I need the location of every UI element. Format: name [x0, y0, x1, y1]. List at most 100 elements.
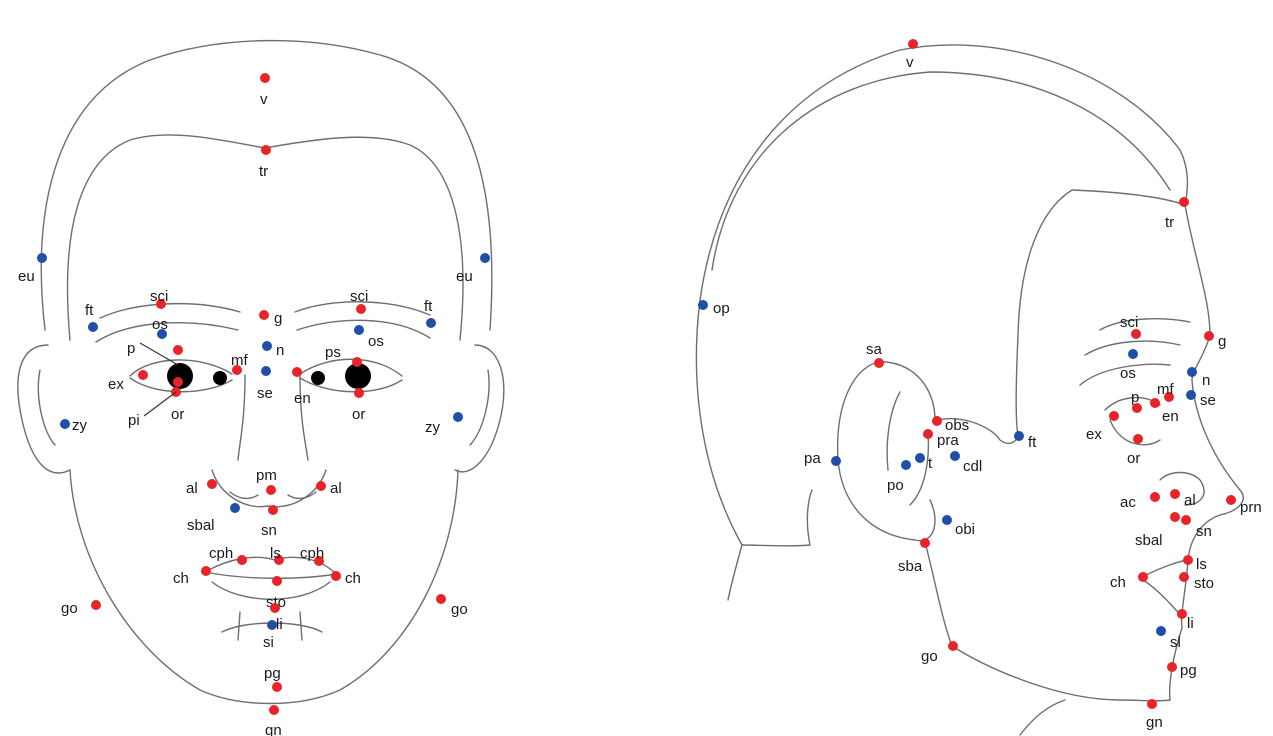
frontal-landmark-label-os: os — [152, 316, 168, 333]
frontal-landmark-label-se: se — [257, 385, 273, 402]
frontal-landmark-dot-ch — [331, 571, 341, 581]
frontal-landmark-dot-gn — [269, 705, 279, 715]
frontal-landmark-dot-p — [173, 345, 183, 355]
profile-landmark-dot-pra — [923, 429, 933, 439]
profile-landmark-label-obi: obi — [955, 521, 975, 538]
profile-landmark-label-sl: sl — [1170, 634, 1181, 651]
frontal-landmark-dot-si — [267, 620, 277, 630]
frontal-landmark-dot-ft — [426, 318, 436, 328]
frontal-landmark-label-g: g — [274, 310, 282, 327]
profile-landmark-dot-ac — [1150, 492, 1160, 502]
profile-landmark-dot-obs — [932, 416, 942, 426]
frontal-landmark-label-al: al — [330, 480, 342, 497]
frontal-landmark-dot-go — [91, 600, 101, 610]
frontal-landmark-label-os: os — [368, 333, 384, 350]
profile-landmark-dot-en — [1150, 398, 1160, 408]
profile-landmark-dot-sn — [1181, 515, 1191, 525]
frontal-landmark-label-or: or — [352, 406, 365, 423]
frontal-landmark-label-sci: sci — [150, 288, 168, 305]
frontal-landmark-dot-pg — [272, 682, 282, 692]
profile-landmark-dot-t — [915, 453, 925, 463]
profile-landmark-label-ex: ex — [1086, 426, 1102, 443]
profile-landmarks: vtropscigsaosnmfpseenexobspraftpatcdlpoo… — [698, 39, 1262, 731]
profile-landmark-dot-pa — [831, 456, 841, 466]
frontal-landmark-label-si: si — [263, 634, 274, 651]
profile-landmark-dot-tr — [1179, 197, 1189, 207]
profile-landmark-dot-go — [948, 641, 958, 651]
frontal-landmark-label-tr: tr — [259, 163, 268, 180]
profile-landmark-dot-ch — [1138, 572, 1148, 582]
profile-landmark-dot-or — [1133, 434, 1143, 444]
frontal-landmark-dot-al — [316, 481, 326, 491]
frontal-landmark-label-n: n — [276, 342, 284, 359]
profile-landmark-label-mf: mf — [1157, 381, 1174, 398]
frontal-landmark-label-ch: ch — [173, 570, 189, 587]
profile-landmark-dot-al — [1170, 489, 1180, 499]
frontal-landmark-dot-n — [262, 341, 272, 351]
frontal-landmark-dot-cph — [237, 555, 247, 565]
profile-landmark-label-gn: gn — [1146, 714, 1163, 731]
frontal-landmark-dot-sn — [268, 505, 278, 515]
frontal-landmark-dot-al — [207, 479, 217, 489]
frontal-landmark-dot-or — [354, 388, 364, 398]
profile-landmark-label-ft: ft — [1028, 434, 1037, 451]
profile-landmark-label-po: po — [887, 477, 904, 494]
frontal-landmark-label-or: or — [171, 406, 184, 423]
profile-landmark-label-en: en — [1162, 408, 1179, 425]
profile-landmark-label-op: op — [713, 300, 730, 317]
profile-landmark-label-se: se — [1200, 392, 1216, 409]
profile-landmark-dot-op — [698, 300, 708, 310]
profile-landmark-label-sn: sn — [1196, 523, 1212, 540]
profile-landmark-dot-sba — [920, 538, 930, 548]
profile-landmark-label-ls: ls — [1196, 556, 1207, 573]
profile-landmark-label-t: t — [928, 455, 933, 472]
frontal-landmark-label-en: en — [294, 390, 311, 407]
frontal-landmark-label-cph: cph — [300, 545, 324, 562]
frontal-landmark-label-mf: mf — [231, 352, 248, 369]
frontal-landmark-dot-sto — [272, 576, 282, 586]
profile-landmark-label-li: li — [1187, 615, 1194, 632]
profile-landmark-dot-prn — [1226, 495, 1236, 505]
profile-landmark-label-sa: sa — [866, 341, 883, 358]
profile-landmark-label-tr: tr — [1165, 214, 1174, 231]
frontal-landmark-label-ft: ft — [424, 298, 433, 315]
frontal-landmark-label-ls: ls — [270, 545, 281, 562]
frontal-landmark-label-zy: zy — [72, 417, 88, 434]
profile-landmark-dot-sa — [874, 358, 884, 368]
profile-landmark-dot-n — [1187, 367, 1197, 377]
frontal-landmark-dot-se — [261, 366, 271, 376]
profile-landmark-dot-se — [1186, 390, 1196, 400]
frontal-landmark-dot-eu — [480, 253, 490, 263]
profile-landmark-label-al: al — [1184, 492, 1196, 509]
frontal-landmark-dot-sci — [356, 304, 366, 314]
frontal-head-outline — [18, 41, 504, 704]
frontal-landmark-dot-g — [259, 310, 269, 320]
profile-landmark-dot-obi — [942, 515, 952, 525]
frontal-landmark-label-v: v — [260, 91, 268, 108]
frontal-landmark-label-pm: pm — [256, 467, 277, 484]
profile-landmark-label-sba: sba — [898, 558, 923, 575]
frontal-landmark-dot-tr — [261, 145, 271, 155]
profile-landmark-label-ac: ac — [1120, 494, 1136, 511]
frontal-landmark-dot-v — [260, 73, 270, 83]
profile-landmark-label-g: g — [1218, 333, 1226, 350]
frontal-landmark-label-gn: gn — [265, 722, 282, 736]
profile-landmark-label-pg: pg — [1180, 662, 1197, 679]
profile-landmark-dot-ft — [1014, 431, 1024, 441]
frontal-landmark-dot-ps — [352, 357, 362, 367]
frontal-landmark-dot-zy — [453, 412, 463, 422]
profile-landmark-dot-sbal — [1170, 512, 1180, 522]
frontal-landmark-label-cph: cph — [209, 545, 233, 562]
frontal-landmark-dot-or — [173, 377, 183, 387]
profile-landmark-label-prn: prn — [1240, 499, 1262, 516]
profile-landmark-dot-os — [1128, 349, 1138, 359]
frontal-landmarks: vtreueuftftsciscigososnppsmfexensepioror… — [18, 73, 490, 736]
profile-landmark-label-v: v — [906, 54, 914, 71]
frontal-landmark-label-ex: ex — [108, 376, 124, 393]
profile-landmark-label-cdl: cdl — [963, 458, 982, 475]
frontal-landmark-label-eu: eu — [18, 268, 35, 285]
frontal-landmark-label-sci: sci — [350, 288, 368, 305]
profile-landmark-dot-sto — [1179, 572, 1189, 582]
frontal-landmark-dot-sbal — [230, 503, 240, 513]
frontal-landmark-label-ft: ft — [85, 302, 94, 319]
